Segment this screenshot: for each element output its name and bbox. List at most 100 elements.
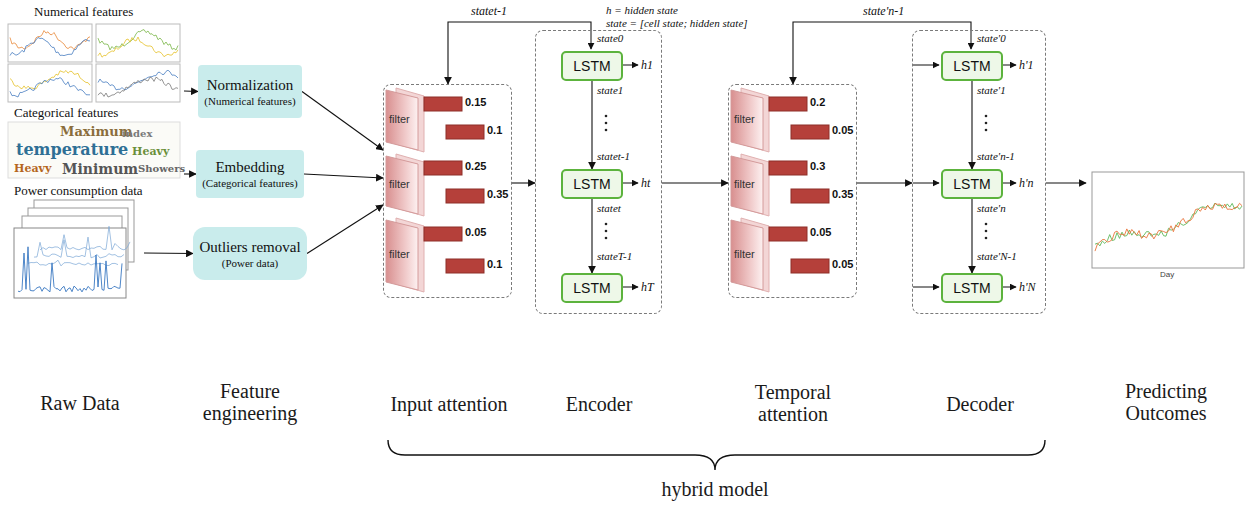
- connector-arrow: [591, 199, 592, 273]
- word-cloud-word: Maximum: [60, 125, 132, 140]
- connector-arrow: [304, 174, 383, 178]
- word-cloud-word: Heavy: [14, 163, 51, 176]
- attention-weight: 0.1: [487, 258, 502, 270]
- attention-weight: 0.25: [465, 160, 486, 172]
- state-label: state'0: [977, 32, 1006, 44]
- lstm-arrows: [591, 30, 1016, 287]
- box-subtitle: (Numerical features): [204, 94, 295, 108]
- data-line: [10, 38, 90, 56]
- attention-weight: 0.35: [487, 188, 508, 200]
- lstm-cell: LSTM: [561, 51, 623, 81]
- attention-weight: 0.05: [832, 124, 853, 136]
- data-line: [28, 260, 118, 266]
- state-label: state'1: [977, 84, 1006, 96]
- data-line: [98, 77, 178, 97]
- power-data-stack: [14, 200, 134, 298]
- connector-arrow: [302, 92, 383, 151]
- box-title: Embedding: [215, 158, 284, 176]
- state-label: statet-1: [597, 150, 630, 162]
- connector-arrow: [971, 81, 972, 169]
- connector-arrow: [512, 182, 535, 183]
- cell-label: LSTM: [573, 176, 610, 192]
- module-heading: Temporal attention: [738, 381, 848, 425]
- attention-weight: 0.3: [810, 160, 825, 172]
- state-label: state'n-1: [977, 150, 1015, 162]
- hidden-label: hT: [641, 280, 654, 295]
- connector-arrow: [307, 205, 383, 254]
- attention-weight: 0.1: [487, 124, 502, 136]
- filter-label: filter: [389, 248, 410, 260]
- process-box: Outliers removal(Power data): [193, 227, 307, 280]
- edge-label: state'n-1: [862, 4, 905, 19]
- connector-arrow: [144, 252, 193, 254]
- prediction-chart: Predicting Outcomes: [1086, 168, 1246, 285]
- word-cloud-word: temperature: [16, 141, 128, 159]
- data-line: [10, 78, 90, 97]
- data-line: [98, 37, 178, 57]
- lstm-cell: LSTM: [561, 273, 623, 303]
- module-heading: Input attention: [369, 393, 529, 415]
- module-heading: Decoder: [920, 393, 1040, 415]
- stage-label: Feature engineering: [190, 380, 310, 424]
- cell-label: LSTM: [573, 58, 610, 74]
- word-cloud-word: Heavy: [132, 146, 169, 159]
- hidden-label: h'N: [1019, 280, 1036, 295]
- brace: [388, 440, 1045, 470]
- box-title: Outliers removal: [199, 238, 300, 256]
- hidden-label: ht: [641, 176, 650, 191]
- legend-note: h = hidden state: [606, 4, 678, 16]
- lstm-cell: LSTM: [561, 169, 623, 199]
- hidden-label: h1: [641, 58, 653, 73]
- data-line: [1095, 203, 1242, 246]
- data-line: [18, 247, 122, 292]
- word-cloud-word: index: [122, 128, 152, 140]
- state-label: statet: [597, 202, 621, 214]
- decoder-module: DecoderLSTMLSTMLSTM: [912, 30, 1046, 314]
- attention-weight: 0.2: [810, 96, 825, 108]
- state-label: stateT-1: [597, 250, 632, 262]
- attention-weight: 0.05: [465, 226, 486, 238]
- panel-title: Numerical features: [4, 4, 184, 20]
- cell-label: LSTM: [573, 280, 610, 296]
- cell-label: LSTM: [953, 176, 990, 192]
- connector-arrow: [184, 173, 196, 174]
- stage-label: hybrid model: [615, 478, 815, 500]
- process-box: Embedding(Categorical features): [196, 150, 304, 198]
- box-title: Normalization: [207, 76, 294, 94]
- attention-weight: 0.05: [832, 258, 853, 270]
- data-line: [98, 30, 178, 50]
- box-subtitle: (Categorical features): [202, 176, 298, 190]
- box-subtitle: (Power data): [222, 256, 279, 270]
- data-line: [40, 226, 130, 250]
- state-label: state0: [597, 32, 623, 44]
- hidden-label: h'n: [1019, 176, 1034, 191]
- module-heading: Encoder: [539, 393, 659, 415]
- state-label: state'n: [977, 202, 1006, 214]
- connector-arrow: [857, 182, 912, 183]
- encoder-module: EncoderLSTMLSTMLSTM: [535, 30, 662, 314]
- panel-title: Power consumption data: [4, 183, 144, 199]
- state-label: state'N-1: [977, 250, 1017, 262]
- connector-arrow: [1046, 182, 1086, 183]
- data-line: [1095, 203, 1242, 251]
- attention-weight: 0.05: [810, 226, 831, 238]
- cell-label: LSTM: [953, 280, 990, 296]
- legend-note: state = [cell state; hidden state]: [606, 17, 748, 29]
- module-heading: Predicting Outcomes: [1101, 380, 1231, 424]
- numerical-charts: [8, 24, 180, 102]
- filter-label: filter: [389, 113, 410, 125]
- raw-data-panel: Power consumption data: [4, 183, 144, 301]
- lstm-cell: LSTM: [941, 169, 1003, 199]
- lstm-cell: LSTM: [941, 273, 1003, 303]
- lstm-cell: LSTM: [941, 51, 1003, 81]
- word-cloud-word: Showers: [138, 163, 185, 175]
- cell-label: LSTM: [953, 58, 990, 74]
- word-cloud-word: Minimum: [62, 161, 138, 177]
- connector-arrow: [591, 81, 592, 169]
- filter-label: filter: [389, 178, 410, 190]
- attention-filters: [386, 88, 484, 292]
- data-line: [10, 31, 90, 50]
- connector-arrow: [971, 199, 972, 273]
- connector-arrow: [184, 90, 198, 92]
- filter-label: filter: [734, 113, 755, 125]
